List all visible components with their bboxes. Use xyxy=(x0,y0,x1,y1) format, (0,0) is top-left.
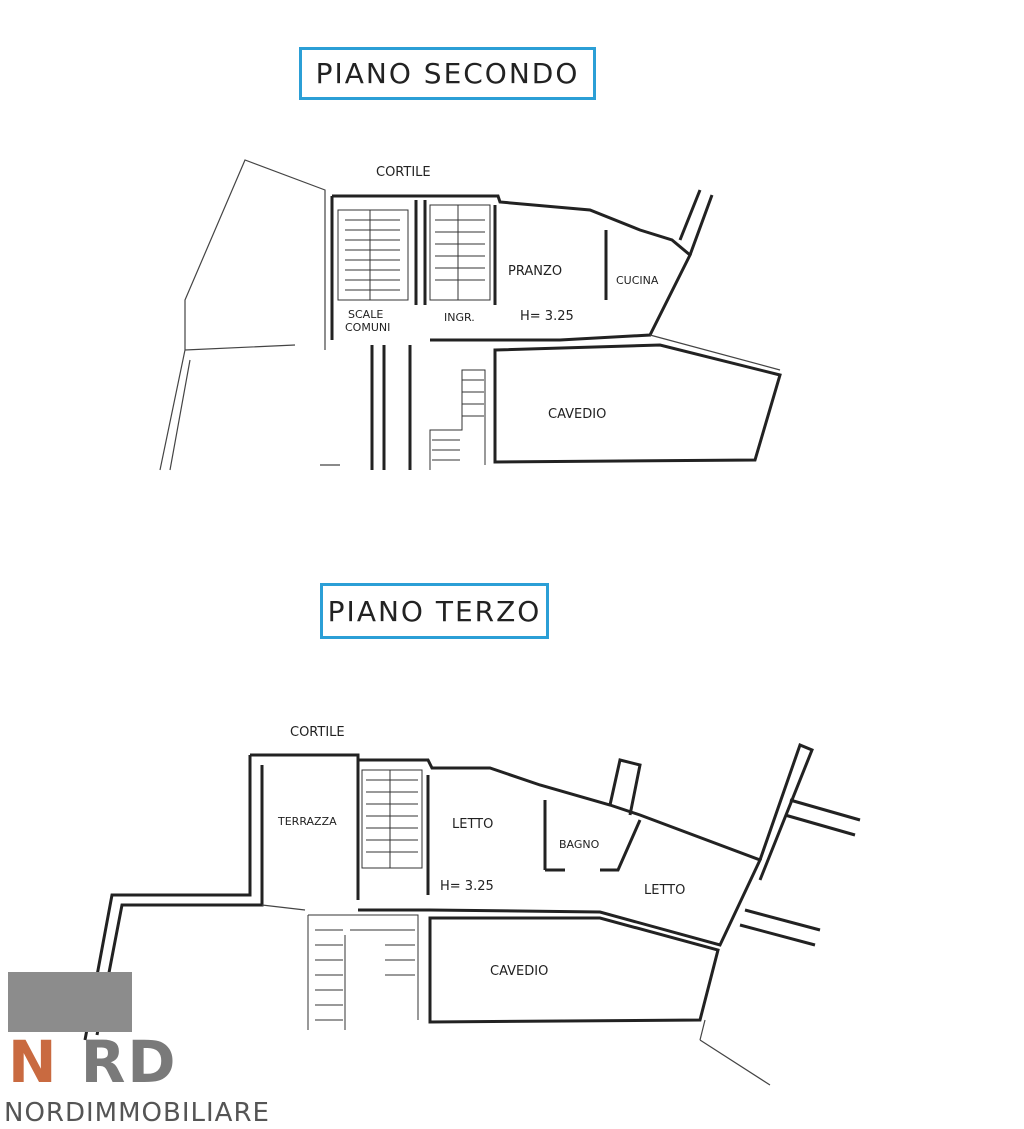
label-pranzo: PRANZO xyxy=(508,264,562,279)
label-cortile-second: CORTILE xyxy=(376,165,431,180)
stair-core-wall xyxy=(330,196,497,340)
cavedio-edge-line xyxy=(649,334,781,371)
logo-mark-rest: RD xyxy=(80,1028,178,1096)
label-ingresso: INGR. xyxy=(444,311,475,324)
upper-stairs xyxy=(361,769,423,869)
right-building-wall-third xyxy=(608,743,814,881)
column-pillars xyxy=(370,345,412,470)
label-terrazza: TERRAZZA xyxy=(277,815,337,828)
floor-title-second: PIANO SECONDO xyxy=(299,47,596,100)
label-cucina: CUCINA xyxy=(616,274,659,287)
terrace-wall xyxy=(83,753,360,1041)
brand-name: NORDIMMOBILIARE xyxy=(4,1098,270,1128)
label-bagno: BAGNO xyxy=(559,838,600,851)
adjacent-building-outline xyxy=(159,159,326,471)
label-letto-2: LETTO xyxy=(644,883,685,898)
logo-background xyxy=(8,972,132,1032)
label-height-third: H= 3.25 xyxy=(440,879,494,894)
label-letto-1: LETTO xyxy=(452,817,493,832)
label-scale: SCALE xyxy=(348,308,383,321)
logo-mark: N RD xyxy=(8,1028,178,1096)
apartment-outer-wall-third xyxy=(358,758,763,947)
terrace-lower-edge xyxy=(261,904,306,911)
right-building-wall xyxy=(678,189,714,256)
label-height-second: H= 3.25 xyxy=(520,309,574,324)
common-stairs xyxy=(337,209,409,301)
label-cavedio-third: CAVEDIO xyxy=(490,964,548,979)
floor-title-third: PIANO TERZO xyxy=(320,583,549,639)
right-edge-line xyxy=(699,1019,771,1086)
wing-walls xyxy=(739,798,861,947)
label-comuni: COMUNI xyxy=(345,321,390,334)
lower-stairs-third xyxy=(307,914,419,1030)
entry-stairs xyxy=(429,204,491,301)
cavedio-wall-third xyxy=(428,916,720,1024)
lower-stairs xyxy=(429,369,486,470)
plan-third-floor: CORTILE TERRAZZA LETTO BAGNO LETTO H= 3.… xyxy=(83,725,861,1086)
cavedio-wall xyxy=(493,343,782,464)
logo-mark-text: N xyxy=(8,1028,59,1096)
label-cortile-third: CORTILE xyxy=(290,725,345,740)
plan-second-floor: CORTILE PRANZO CUCINA SCALE COMUNI INGR.… xyxy=(159,159,782,471)
apartment-outer-wall xyxy=(332,194,692,342)
label-cavedio-second: CAVEDIO xyxy=(548,407,606,422)
bathroom-walls xyxy=(543,800,642,872)
